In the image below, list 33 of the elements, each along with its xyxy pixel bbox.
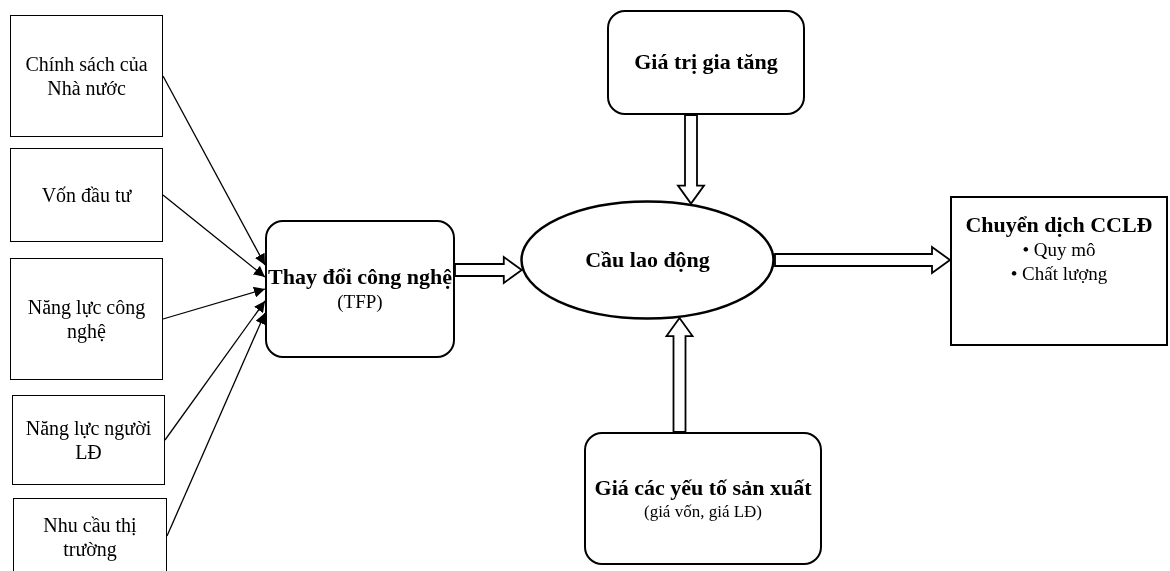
factor-box <box>12 395 165 485</box>
heading-text: Cầu lao động <box>585 246 710 274</box>
arrow <box>162 75 266 266</box>
bullet-item: • Quy mô <box>1022 238 1096 263</box>
note-text: (giá vốn, giá LĐ) <box>644 501 762 523</box>
factor-box <box>10 15 163 137</box>
hollow-arrow <box>664 316 695 433</box>
heading-text: Thay đổi công nghệ <box>268 263 452 291</box>
hollow-arrow <box>676 114 706 206</box>
arrow <box>162 286 266 320</box>
factor-text: Vốn đầu tư <box>41 183 132 207</box>
arrow <box>166 312 266 537</box>
process-box <box>265 220 455 358</box>
heading-text: Chuyển dịch CCLĐ <box>965 212 1153 239</box>
hollow-arrow <box>454 255 524 285</box>
arrow <box>162 194 266 278</box>
result-box <box>950 196 1168 346</box>
heading-text: Giá các yếu tố sản xuất <box>594 474 812 502</box>
ellipse-node <box>520 200 775 320</box>
factor-text: Nhu cầu thị trường <box>42 512 138 561</box>
factor-box <box>13 498 167 571</box>
process-box <box>584 432 822 565</box>
process-box <box>607 10 805 115</box>
factor-text: Năng lực công nghệ <box>26 295 147 343</box>
factor-text: Năng lực người LĐ <box>24 416 153 464</box>
heading-text: Giá trị gia tăng <box>634 49 778 76</box>
bullet-item: • Chất lượng <box>1010 262 1108 286</box>
note-text: (TFP) <box>337 290 383 315</box>
factor-box <box>10 258 163 380</box>
arrow <box>164 300 266 441</box>
hollow-arrow <box>774 245 952 275</box>
factor-text: Chính sách của Nhà nước <box>24 52 149 100</box>
factor-box <box>10 148 163 242</box>
